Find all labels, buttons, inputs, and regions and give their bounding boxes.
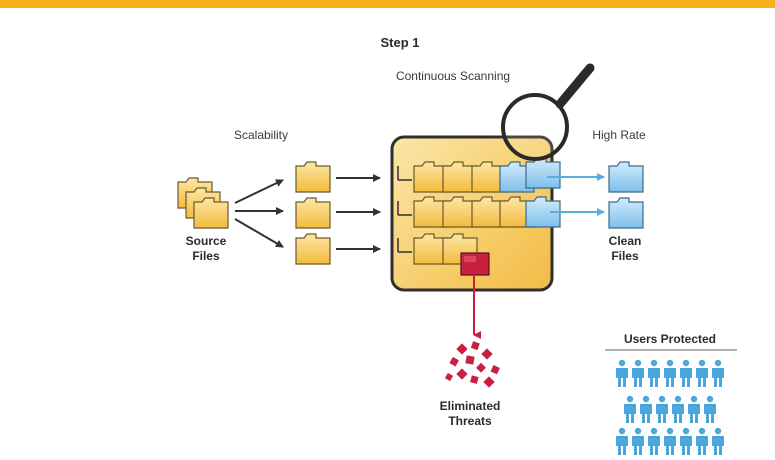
eliminated-threats-icon: [444, 341, 500, 388]
eliminated-threats-label-line2: Threats: [448, 414, 492, 428]
person-icon: [704, 395, 716, 423]
source-files-icon: [177, 177, 229, 229]
clean-files-label-line1: Clean: [609, 234, 642, 248]
folder-icon: [295, 197, 331, 229]
person-icon: [712, 427, 724, 455]
magnifier-icon: [501, 63, 595, 161]
source-files-label-line1: Source: [186, 234, 227, 248]
person-icon: [616, 359, 628, 387]
person-icon: [664, 427, 676, 455]
queue-row-1: [397, 157, 561, 193]
folder-icon: [295, 233, 331, 265]
person-icon: [696, 427, 708, 455]
person-icon: [688, 395, 700, 423]
person-icon: [680, 427, 692, 455]
clean-files-label-line2: Files: [611, 249, 639, 263]
folder-icon: [608, 161, 644, 193]
person-icon: [664, 359, 676, 387]
person-icon: [648, 359, 660, 387]
folder-icon: [295, 161, 331, 193]
top-accent-bar: [0, 0, 775, 8]
folder-icon: [608, 197, 644, 229]
high-rate-label: High Rate: [592, 128, 646, 142]
person-icon: [656, 395, 668, 423]
scalability-label: Scalability: [234, 128, 288, 142]
users-protected-group: [616, 359, 724, 455]
threat-square-highlight: [464, 256, 476, 262]
queue-row-2: [397, 196, 561, 228]
person-icon: [616, 427, 628, 455]
person-icon: [640, 395, 652, 423]
person-icon: [624, 395, 636, 423]
person-icon: [632, 359, 644, 387]
person-icon: [696, 359, 708, 387]
users-protected-label: Users Protected: [624, 332, 716, 346]
person-icon: [632, 427, 644, 455]
person-icon: [672, 395, 684, 423]
eliminated-threats-label-line1: Eliminated: [440, 399, 501, 413]
person-icon: [680, 359, 692, 387]
person-icon: [712, 359, 724, 387]
source-files-label-line2: Files: [192, 249, 220, 263]
fanout-arrow-bottom: [234, 218, 284, 248]
continuous-scanning-label: Continuous Scanning: [396, 69, 510, 83]
person-icon: [648, 427, 660, 455]
fanout-arrow-top: [234, 179, 284, 204]
step-title: Step 1: [380, 35, 419, 50]
